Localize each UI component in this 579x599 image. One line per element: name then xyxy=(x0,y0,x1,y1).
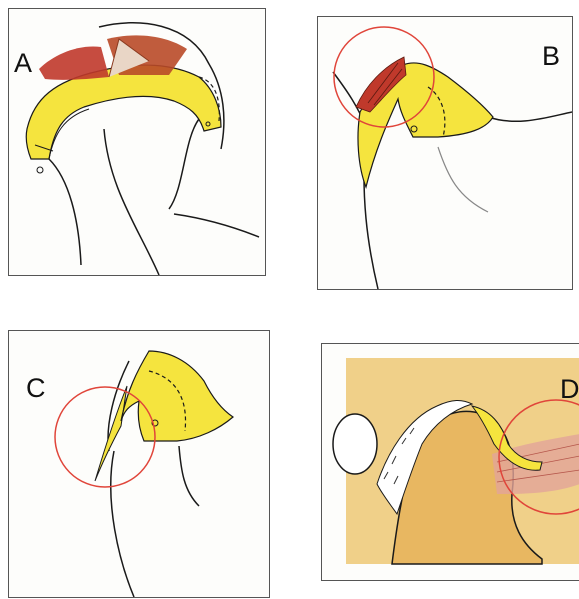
panel-a-drawing xyxy=(9,9,265,275)
muscle-flap-left xyxy=(39,46,109,79)
panel-c-drawing xyxy=(9,331,269,597)
panel-label-c: C xyxy=(26,375,46,402)
panel-label-d: D xyxy=(560,376,579,403)
panel-c: C xyxy=(8,330,270,598)
bone-oval xyxy=(333,414,377,474)
panel-d-drawing xyxy=(322,344,579,580)
panel-label-a: A xyxy=(14,50,32,77)
panel-a: A xyxy=(8,8,266,276)
cartilage-shape xyxy=(121,351,233,441)
panel-label-b: B xyxy=(542,43,560,70)
panel-d: D xyxy=(321,343,579,581)
panel-b-drawing xyxy=(318,17,572,289)
highlight-circle xyxy=(55,387,155,487)
panel-b: B xyxy=(317,16,573,290)
